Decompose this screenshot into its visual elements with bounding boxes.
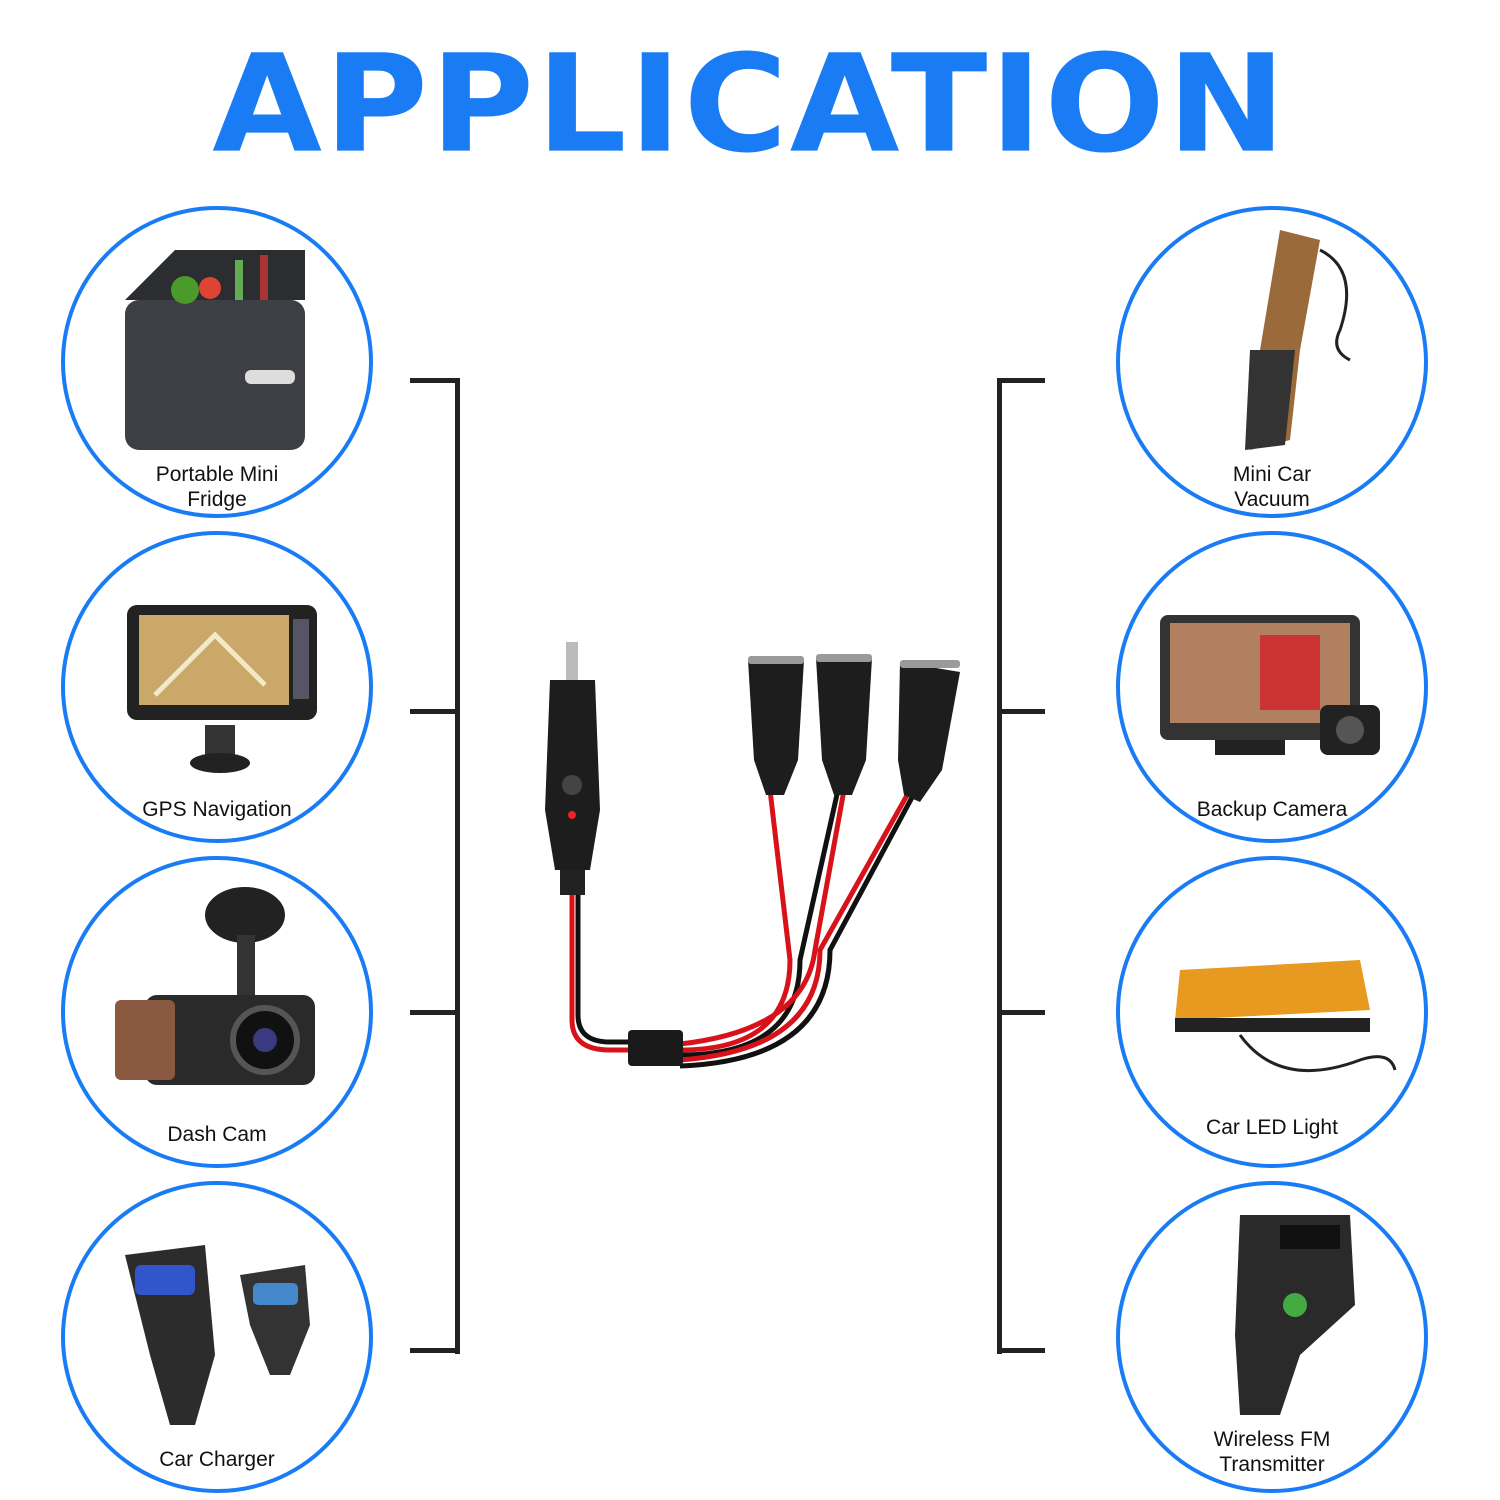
socket-splitter-cable-image (545, 642, 960, 1069)
label-line1: GPS Navigation (142, 798, 292, 821)
application-dash-cam: Dash Cam (61, 856, 373, 1168)
label-line2: Vacuum (1234, 488, 1310, 511)
car-charger-icon (125, 1245, 310, 1425)
label-line1: Mini Car (1232, 463, 1312, 486)
label-line1: Car LED Light (1206, 1116, 1338, 1139)
label-line1: Dash Cam (167, 1123, 267, 1146)
gps-icon (127, 605, 317, 773)
label-line2: Fridge (187, 488, 247, 511)
label-line2: Transmitter (1219, 1453, 1325, 1476)
application-gps: GPS Navigation (61, 531, 373, 843)
fm-transmitter-icon (1235, 1215, 1355, 1415)
application-backup-camera: Backup Camera (1116, 531, 1428, 843)
application-led-light: Car LED Light (1116, 856, 1428, 1168)
dash-cam-icon (115, 887, 315, 1085)
application-vacuum: Mini Car Vacuum (1116, 206, 1428, 518)
label-line1: Backup Camera (1196, 798, 1348, 821)
vacuum-icon (1245, 230, 1351, 450)
label-line1: Wireless FM (1213, 1428, 1331, 1451)
page-title: APPLICATION (212, 26, 1288, 183)
application-car-charger: Car Charger (61, 1181, 373, 1493)
label-line1: Car Charger (159, 1448, 275, 1471)
application-fridge: Portable Mini Fridge (61, 206, 373, 518)
label-line1: Portable Mini (155, 463, 279, 486)
fridge-icon (125, 250, 305, 450)
led-light-icon (1175, 960, 1397, 1073)
backup-camera-icon (1160, 615, 1380, 755)
application-fm-transmitter: Wireless FM Transmitter (1116, 1181, 1428, 1493)
